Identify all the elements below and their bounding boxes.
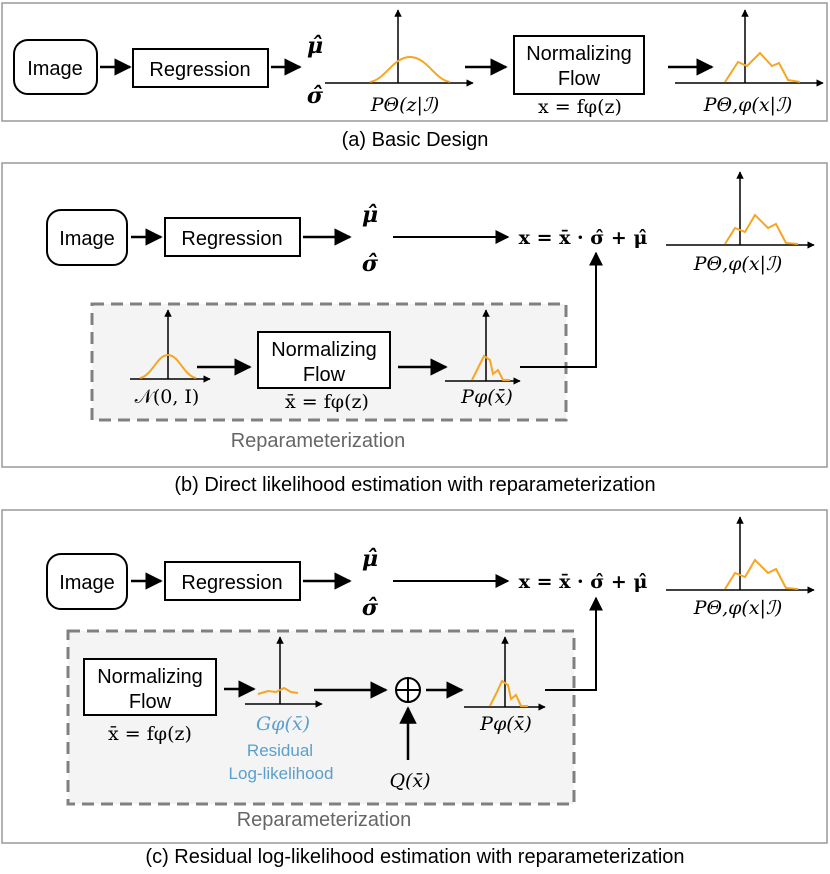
flow-label-line2: Flow <box>129 691 172 713</box>
image-label: Image <box>59 572 115 594</box>
panel-b-caption: (b) Direct likelihood estimation with re… <box>174 474 655 496</box>
image-box <box>46 553 128 610</box>
pxbar-curve <box>489 679 528 707</box>
image-label: Image <box>27 58 83 80</box>
regression-label: Regression <box>181 572 282 594</box>
residual-label-line1: Residual <box>247 741 313 760</box>
image-box <box>46 209 128 266</box>
panel-b: Image Regression μ̂ σ̂ x = x̄ · σ̂ + μ̂ … <box>1 162 828 468</box>
flow-equation: x̄ = fφ(z) <box>108 723 192 745</box>
pxbar-label: Pφ(x̄) <box>460 386 513 408</box>
g-label: Gφ(x̄) <box>256 713 310 735</box>
reparam-label: Reparameterization <box>231 430 406 452</box>
flow-label-line1: Normalizing <box>97 666 203 688</box>
panel-a: Image Regression μ̂ σ̂ PΘ(z|ℐ) Normalizi… <box>1 2 828 122</box>
mu-hat: μ̂ <box>362 202 378 228</box>
q-label: Q(x̄) <box>389 770 430 792</box>
reparam-label: Reparameterization <box>237 809 412 831</box>
combine-equation: x = x̄ · σ̂ + μ̂ <box>519 227 648 249</box>
regression-box <box>164 217 301 257</box>
panel-a-caption: (a) Basic Design <box>342 129 489 151</box>
gaussian-curve <box>369 55 451 83</box>
flow-label-line2: Flow <box>558 68 601 90</box>
flow-equation: x̄ = fφ(z) <box>285 391 369 413</box>
sigma-hat: σ̂ <box>307 83 324 109</box>
flow-equation: x = fφ(z) <box>538 96 622 118</box>
mu-hat: μ̂ <box>307 33 323 59</box>
arrow-pxbar-combine <box>545 596 603 691</box>
combine-equation: x = x̄ · σ̂ + μ̂ <box>519 571 648 593</box>
regression-box <box>132 48 269 88</box>
image-label: Image <box>59 228 115 250</box>
normal-curve <box>139 353 197 379</box>
flow-label-line1: Normalizing <box>526 43 632 65</box>
multimodal-curve <box>724 558 799 590</box>
panel-c-caption: (c) Residual log-likelihood estimation w… <box>145 846 684 868</box>
dist-x-label: PΘ,φ(x|ℐ) <box>693 253 783 275</box>
sigma-hat: σ̂ <box>362 595 379 621</box>
regression-label: Regression <box>181 228 282 250</box>
pxbar-label: Pφ(x̄) <box>479 713 532 735</box>
multimodal-curve <box>724 213 799 245</box>
residual-label-line2: Log-likelihood <box>229 764 334 783</box>
flow-label-line2: Flow <box>303 364 346 386</box>
flow-box <box>83 658 217 716</box>
regression-label: Regression <box>149 59 250 81</box>
dist-z-label: PΘ(z|ℐ) <box>370 94 440 116</box>
normal-label: 𝒩(0, I) <box>135 386 200 408</box>
flow-box <box>513 35 645 95</box>
regression-box <box>164 561 301 601</box>
g-curve <box>257 686 299 695</box>
image-box <box>13 39 98 95</box>
multimodal-curve <box>724 51 801 83</box>
dist-x-label: PΘ,φ(x|ℐ) <box>693 597 783 619</box>
dist-x-label: PΘ,φ(x|ℐ) <box>703 94 793 116</box>
sigma-hat: σ̂ <box>362 251 379 277</box>
pxbar-curve <box>471 354 510 381</box>
mu-hat: μ̂ <box>362 546 378 572</box>
panel-c: Image Regression μ̂ σ̂ x = x̄ · σ̂ + μ̂ … <box>1 509 828 844</box>
arrow-pxbar-combine <box>520 251 603 368</box>
flow-label-line1: Normalizing <box>271 339 377 361</box>
flow-box <box>257 331 391 389</box>
